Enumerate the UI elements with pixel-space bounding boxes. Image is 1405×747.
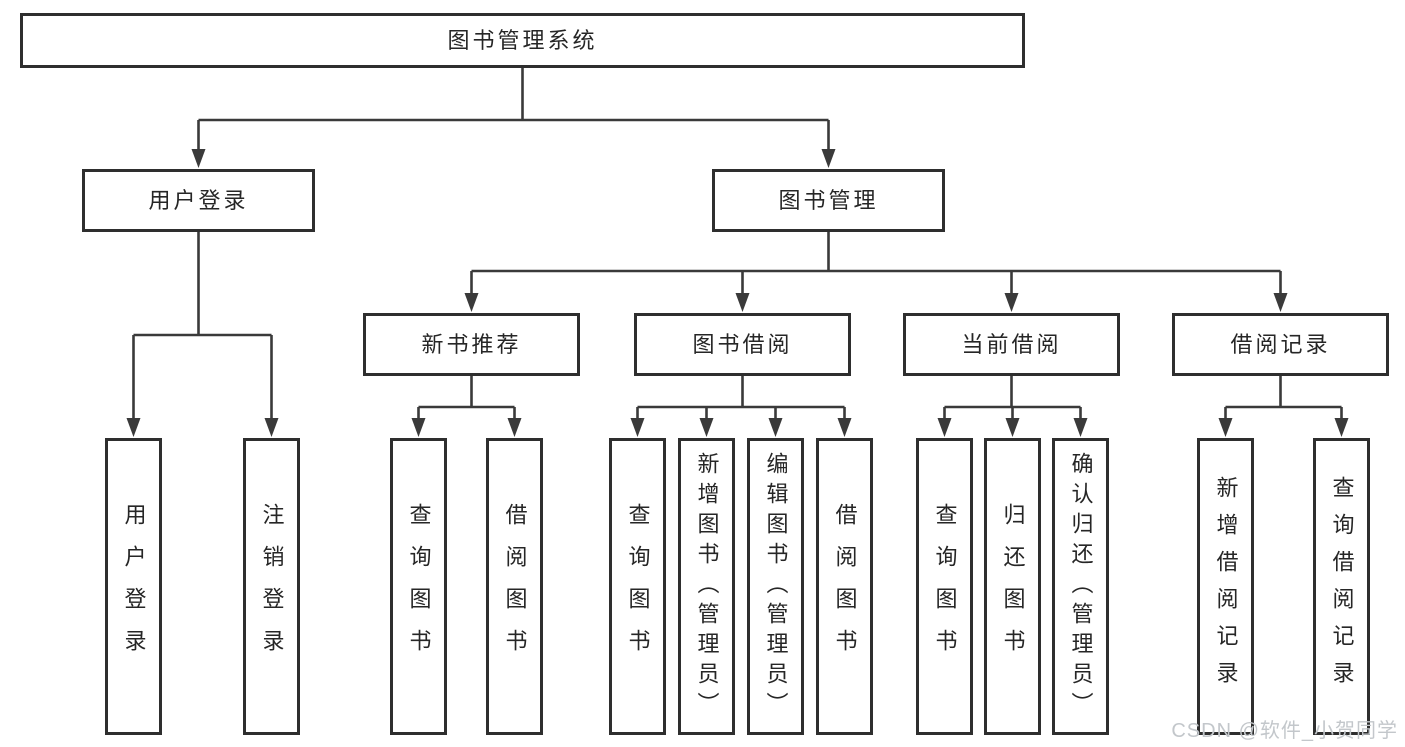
node-user-login: 用户登录 [82,169,315,232]
node-label: 图书借阅 [692,331,793,357]
leaf-add-books-admin: 新增图书（管理员） [678,438,735,735]
edge-borrow-records-to-leaves [1218,376,1349,437]
node-current-borrow: 当前借阅 [903,313,1120,376]
csdn-watermark: CSDN @软件_小贺同学 [1171,720,1398,742]
node-label: 图书管理 [778,187,879,213]
leaf-query-borrow-record: 查询借阅记录 [1313,438,1370,735]
leaf-borrow-books: 借阅图书 [816,438,873,735]
edge-book-borrow-to-leaves [630,376,852,437]
node-book-borrow: 图书借阅 [634,313,851,376]
node-label: 查询借阅记录 [1329,475,1355,698]
node-library-management-system: 图书管理系统 [20,13,1025,68]
edge-user-login-to-leaves [126,232,279,437]
node-label: 当前借阅 [961,331,1062,357]
node-label: 用户登录 [148,187,249,213]
node-label: 确认归还（管理员） [1068,451,1094,722]
node-label: 新书推荐 [421,331,522,357]
edge-current-borrow-to-leaves [937,376,1088,437]
node-label: 图书管理系统 [447,27,598,53]
edge-book-management-to-level3 [464,232,1288,312]
leaf-return-books: 归还图书 [984,438,1041,735]
node-borrow-records: 借阅记录 [1172,313,1389,376]
node-label: 查询图书 [932,502,958,671]
node-label: 新增图书（管理员） [694,451,720,722]
leaf-add-borrow-record: 新增借阅记录 [1197,438,1254,735]
leaf-borrow-books-recommend: 借阅图书 [486,438,543,735]
node-label: 新增借阅记录 [1213,475,1239,698]
edge-new-book-recommend-to-leaves [411,376,522,437]
node-label: 编辑图书（管理员） [763,451,789,722]
edge-root-to-level2 [191,68,836,168]
leaf-query-books-current: 查询图书 [916,438,973,735]
node-label: 借阅记录 [1230,331,1331,357]
node-book-management: 图书管理 [712,169,945,232]
node-label: 借阅图书 [832,502,858,671]
node-label: 查询图书 [406,502,432,671]
node-label: 借阅图书 [502,502,528,671]
node-new-book-recommend: 新书推荐 [363,313,580,376]
node-label: 归还图书 [1000,502,1026,671]
node-label: 用户登录 [121,502,147,671]
leaf-query-books-borrow: 查询图书 [609,438,666,735]
leaf-user-login: 用户登录 [105,438,162,735]
node-label: 注销登录 [259,502,285,671]
node-label: 查询图书 [625,502,651,671]
leaf-edit-books-admin: 编辑图书（管理员） [747,438,804,735]
leaf-query-books-recommend: 查询图书 [390,438,447,735]
leaf-confirm-return-admin: 确认归还（管理员） [1052,438,1109,735]
leaf-logout: 注销登录 [243,438,300,735]
